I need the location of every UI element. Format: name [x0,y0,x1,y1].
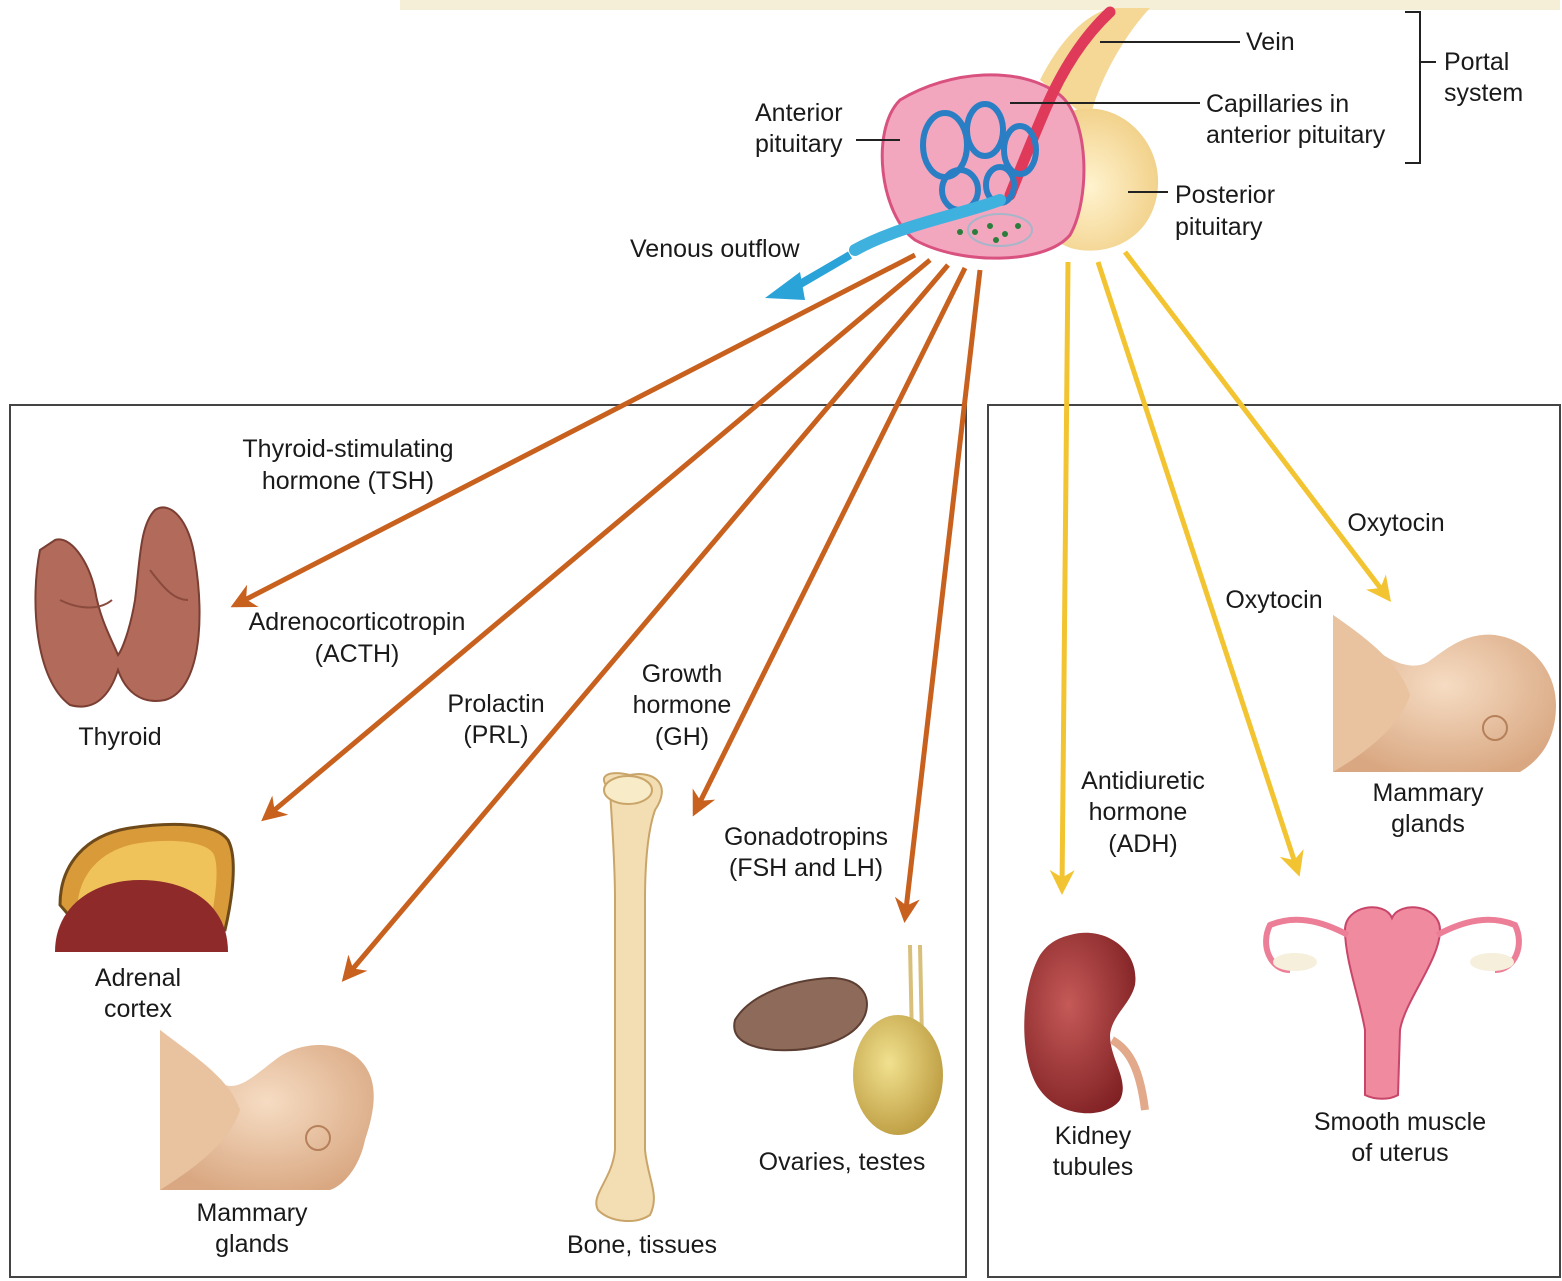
uterus-illustration [1266,907,1519,1099]
background-strip [400,0,1560,10]
prl-label-line2: (PRL) [463,721,528,749]
acth-label-line2: (ACTH) [315,640,400,668]
mammary-glands-posterior-illustration [1333,615,1556,772]
adh-label-line1: Antidiuretic [1081,767,1205,795]
ovaries-testes-label: Ovaries, testes [759,1148,926,1176]
mammary-glands-anterior-label-line1: Mammary [196,1199,308,1227]
kidney-tubules-label-line1: Kidney [1055,1122,1132,1150]
prl-label-line1: Prolactin [447,690,544,718]
venous-outflow-arrowhead [765,272,805,300]
adh-arrow [1062,262,1068,890]
capillaries-label-line2: anterior pituitary [1206,121,1386,149]
adrenal-cortex-illustration [55,824,233,952]
capillaries-label-line1: Capillaries in [1206,90,1349,118]
gh-label-line3: (GH) [655,723,709,751]
gh-label-line1: Growth [642,660,723,688]
bone-illustration [596,773,662,1221]
tsh-label-line2: hormone (TSH) [262,467,434,495]
uterus-label-line2: of uterus [1351,1139,1448,1167]
mammary-glands-anterior-illustration [160,1030,374,1190]
posterior-pituitary-label-line2: pituitary [1175,213,1263,241]
thyroid-label: Thyroid [78,723,161,751]
kidney-tubules-label-line2: tubules [1053,1153,1134,1181]
adrenal-cortex-label-line1: Adrenal [95,964,181,992]
anterior-pituitary-label-line2: pituitary [755,130,843,158]
tsh-arrow [235,255,915,605]
venous-outflow-label: Venous outflow [630,235,801,263]
mammary-glands-anterior-label-line2: glands [215,1230,289,1258]
portal-system-label-line1: Portal [1444,48,1509,76]
tsh-label-line1: Thyroid-stimulating [242,435,453,463]
uterus-label-line1: Smooth muscle [1314,1108,1486,1136]
oxytocin-mammary-label: Oxytocin [1347,509,1444,537]
thyroid-illustration [35,507,199,706]
portal-system-label-line2: system [1444,79,1523,107]
adrenal-cortex-label-line2: cortex [104,995,173,1023]
portal-system-bracket [1405,12,1436,163]
oxytocin-uterus-label: Oxytocin [1225,586,1322,614]
posterior-pituitary-label-line1: Posterior [1175,181,1275,209]
mammary-glands-posterior-label-line2: glands [1391,810,1465,838]
gonadotropins-label-line2: (FSH and LH) [729,854,883,882]
adh-label-line2: hormone [1089,798,1188,826]
gonadotropins-label-line1: Gonadotropins [724,823,888,851]
acth-label-line1: Adrenocorticotropin [249,608,466,636]
oxytocin-mammary-arrow [1125,252,1388,598]
adh-label-line3: (ADH) [1108,830,1177,858]
mammary-glands-posterior-label-line1: Mammary [1372,779,1484,807]
vein-label: Vein [1246,28,1295,56]
ovaries-testes-illustration [734,945,943,1135]
gh-label-line2: hormone [633,691,732,719]
kidney-illustration [1024,933,1145,1114]
pituitary-gland [855,8,1158,258]
bone-tissues-label: Bone, tissues [567,1231,717,1259]
anterior-pituitary-label-line1: Anterior [755,99,843,127]
